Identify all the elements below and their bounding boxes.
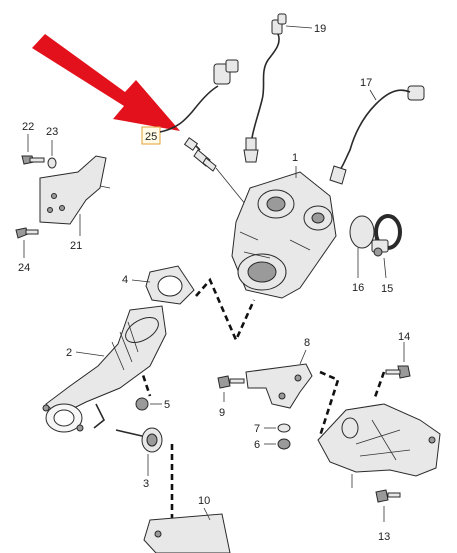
callout-9: 9 [219,407,225,419]
part-4-gasket [131,265,195,305]
callout-22: 22 [22,121,34,133]
part-2-front-pipe [42,305,167,433]
callout-2: 2 [66,347,72,359]
part-23-washer [47,140,57,169]
part-7-washer [264,423,291,433]
callout-17: 17 [360,77,372,89]
assembly-line-14 [372,371,386,401]
callout-16: 16 [352,282,364,294]
callout-4: 4 [122,274,128,286]
part-16-gasket [349,215,375,278]
sensor-25 [159,59,251,211]
callout-5: 5 [164,399,170,411]
red-pointer-arrow [32,34,180,131]
sensor-17 [329,85,425,185]
callout-10: 10 [198,495,210,507]
assembly-line-4-to-1 [195,277,256,344]
part-10-hanger-bracket [143,507,231,553]
callout-19: 19 [314,23,326,35]
callout-1: 1 [292,152,298,164]
part-15-clamp [371,214,402,279]
callout-23: 23 [46,126,58,138]
part-9-bolt [217,375,245,402]
part-6-nut [264,438,291,450]
callout-14: 14 [398,331,410,343]
callout-25-highlight-box [141,126,161,145]
callout-24: 24 [18,262,30,274]
part-21-bracket [39,155,111,236]
callout-21: 21 [70,240,82,252]
callout-25: 25 [145,131,157,143]
part-1-catalyst-housing [231,166,337,299]
part-5-nut [135,397,162,411]
part-12-mounting-bracket [317,403,441,488]
callout-3: 3 [143,478,149,490]
part-8-bracket [245,349,313,409]
sensor-19 [243,13,313,163]
part-13-bolt [375,489,401,522]
callout-15: 15 [381,283,393,295]
callout-7: 7 [254,423,260,435]
part-22-bolt [21,134,45,165]
callout-13: 13 [378,531,390,543]
part-24-bolt [15,227,39,258]
callout-6: 6 [254,439,260,451]
part-14-bolt [385,342,411,379]
callout-8: 8 [304,337,310,349]
part-3-rubber-mount [115,427,163,476]
